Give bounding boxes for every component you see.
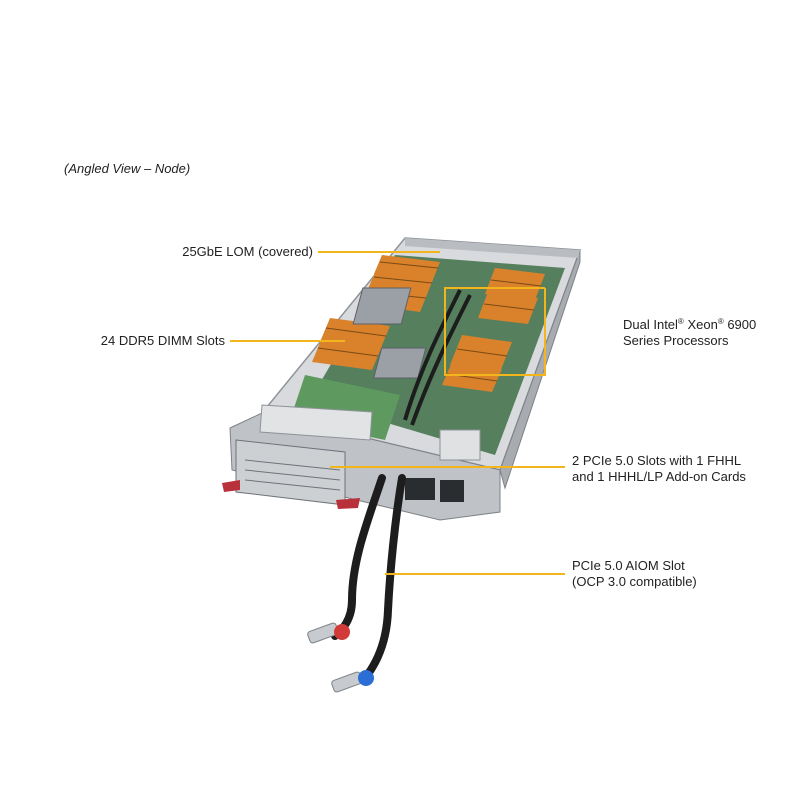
callout-aiom-line1: PCIe 5.0 AIOM Slot xyxy=(572,558,685,573)
coolant-fitting-blue xyxy=(331,670,374,693)
callout-cpu-reg1: ® xyxy=(677,317,684,326)
rear-io-ports xyxy=(405,429,481,502)
callout-pcie-line2: and 1 HHHL/LP Add-on Cards xyxy=(572,469,746,484)
callout-dimm: 24 DDR5 DIMM Slots xyxy=(70,333,225,349)
dimm-bank-lower-right xyxy=(442,335,512,392)
right-pull-tab xyxy=(336,498,360,509)
coolant-hose-right xyxy=(364,474,406,678)
callout-pcie-line1: 2 PCIe 5.0 Slots with 1 FHHL xyxy=(572,453,742,468)
leader-cpu xyxy=(444,287,546,376)
pcie-riser-cage xyxy=(235,404,373,506)
cpu-cold-plate-2 xyxy=(373,347,427,379)
callout-leader-lines xyxy=(230,251,565,575)
callout-lom: 25GbE LOM (covered) xyxy=(150,244,313,260)
callout-cpu-reg2: ® xyxy=(717,317,724,326)
callout-cpu-line1-b: Xeon xyxy=(683,317,718,332)
left-pull-tab xyxy=(222,480,240,492)
dimm-bank-upper-right xyxy=(478,268,545,324)
callout-aiom: PCIe 5.0 AIOM Slot (OCP 3.0 compatible) xyxy=(572,558,697,590)
callout-cpu: Dual Intel® Xeon® 6900 Series Processors xyxy=(623,317,756,349)
cpu-cold-plate-1 xyxy=(352,287,412,325)
callout-lom-text: 25GbE LOM (covered) xyxy=(182,244,313,259)
callout-cpu-line1-a: Dual Intel xyxy=(623,317,678,332)
view-caption: (Angled View – Node) xyxy=(64,161,191,176)
callout-pcie: 2 PCIe 5.0 Slots with 1 FHHL and 1 HHHL/… xyxy=(572,453,746,485)
coolant-fitting-red xyxy=(307,622,350,644)
callout-aiom-line2: (OCP 3.0 compatible) xyxy=(572,574,697,589)
internal-coolant-tubes xyxy=(403,289,472,426)
callout-dimm-text: 24 DDR5 DIMM Slots xyxy=(100,333,225,348)
callout-cpu-line1-c: 6900 xyxy=(723,317,757,332)
callout-cpu-line2: Series Processors xyxy=(623,333,729,348)
